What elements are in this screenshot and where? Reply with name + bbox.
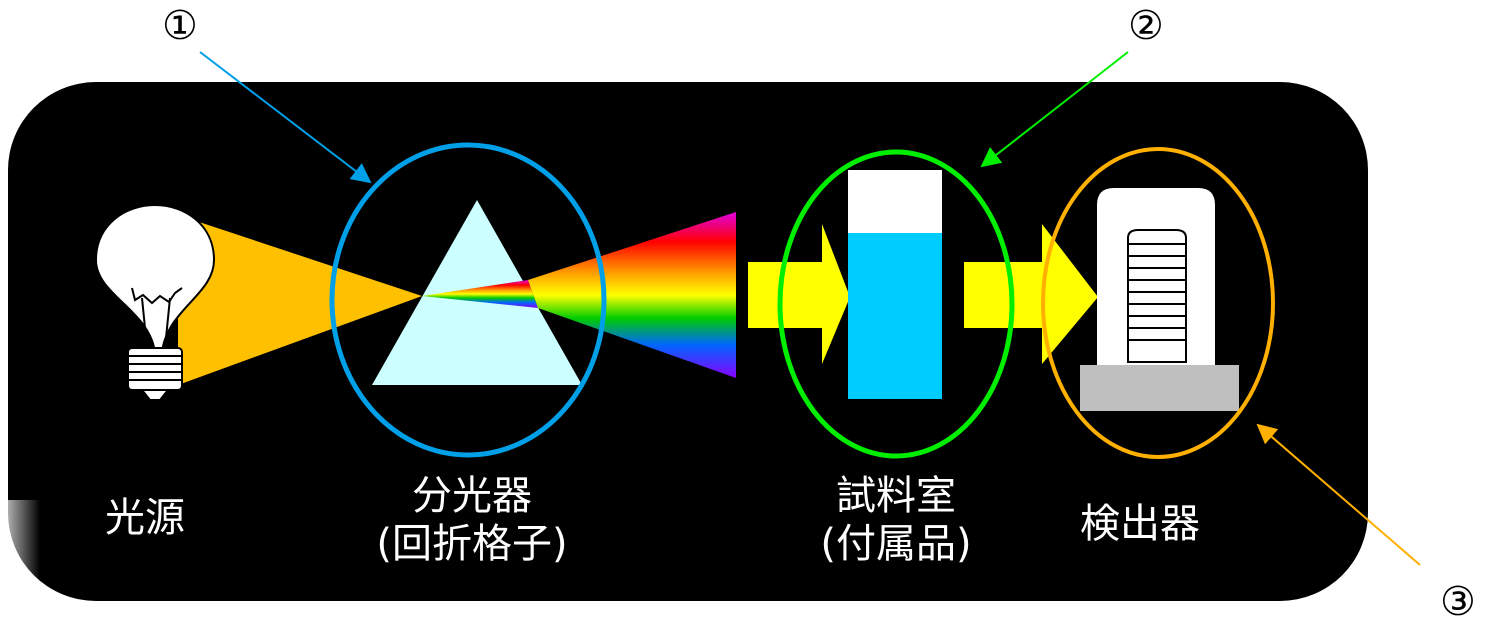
detector-label: 検出器 bbox=[1080, 501, 1200, 547]
pointer-line-1 bbox=[199, 51, 372, 184]
sample-circle bbox=[777, 149, 1015, 459]
arrow-to-sample bbox=[748, 224, 850, 364]
monochromator-label-line1: 分光器 bbox=[412, 473, 532, 519]
sample-chamber-label: 試料室 (付属品) bbox=[786, 472, 1006, 568]
edge-fade bbox=[0, 500, 40, 619]
light-source-label: 光源 bbox=[105, 495, 185, 541]
marker-3: ③ bbox=[1440, 579, 1476, 625]
marker-1: ① bbox=[162, 3, 198, 49]
monochromator-circle bbox=[329, 142, 607, 458]
detector-icon bbox=[1080, 188, 1239, 411]
marker-2: ② bbox=[1128, 3, 1164, 49]
monochromator-label: 分光器 (回折格子) bbox=[342, 472, 602, 568]
light-beam bbox=[178, 215, 422, 385]
sample-chamber-label-line2: (付属品) bbox=[820, 521, 972, 567]
light-bulb-icon bbox=[94, 203, 216, 401]
detector-circle bbox=[1041, 147, 1275, 459]
pointer-line-2 bbox=[980, 51, 1129, 168]
spectrum-fan bbox=[528, 212, 736, 378]
sample-chamber-label-line1: 試料室 bbox=[836, 473, 956, 519]
pointer-line-3 bbox=[1256, 423, 1421, 566]
dispersed-beam bbox=[422, 280, 538, 308]
arrow-to-detector bbox=[964, 224, 1098, 364]
cuvette-icon bbox=[848, 170, 942, 399]
monochromator-label-line2: (回折格子) bbox=[376, 521, 568, 567]
